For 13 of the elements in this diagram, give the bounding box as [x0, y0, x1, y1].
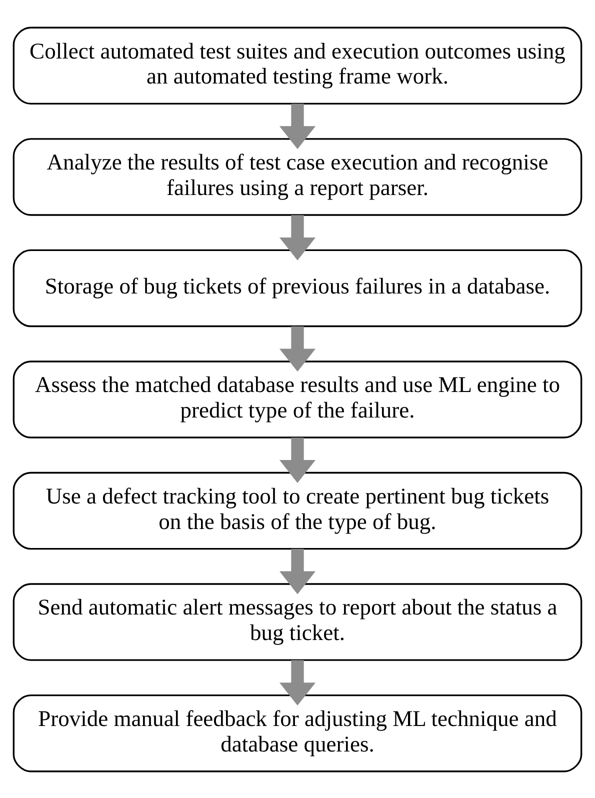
arrow: [279, 437, 316, 482]
node-box: Analyze the results of test case execution and recognise failures using a report parser.: [12, 138, 582, 216]
node-box: Provide manual feedback for adjusting ML technique and database queries.: [12, 694, 582, 772]
arrow: [279, 326, 316, 372]
node-box: Use a defect tracking tool to create pertinent bug tickets on the basis of the type of bug.: [12, 471, 582, 550]
node-box: Storage of bug tickets of previous failures in a database.: [12, 248, 582, 327]
node-box: Send automatic alert messages to report about the status a bug ticket.: [12, 582, 582, 660]
arrow: [279, 660, 316, 705]
node-box: Collect automated test suites and execution outcomes using an automated testing frame work.: [12, 26, 582, 104]
arrow: [279, 214, 316, 260]
node-box: Assess the matched database results and use ML engine to predict type of the failure.: [12, 360, 582, 438]
arrow: [279, 103, 316, 149]
arrow: [279, 548, 316, 594]
